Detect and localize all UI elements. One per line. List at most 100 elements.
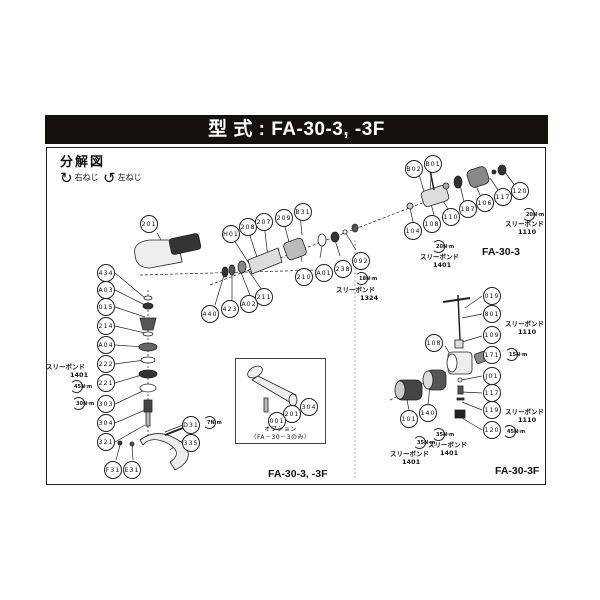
torque-35a: 35N·m: [413, 436, 435, 449]
torque-30: 30N·m: [72, 397, 94, 410]
part-callout: B02: [405, 160, 423, 178]
legend-label: 左ねじ: [117, 173, 142, 182]
note-label: スリーボンド: [46, 363, 85, 371]
part-callout: 108: [425, 334, 443, 352]
part-callout: 304: [97, 414, 115, 432]
torque-7: 7N·m: [203, 416, 222, 429]
torque-value: 45N·m: [74, 383, 93, 390]
part-callout: 321: [97, 433, 115, 451]
part-callout: 187: [459, 200, 477, 218]
threebond-code: 1401: [440, 449, 459, 457]
threebond-note: スリーボンド: [420, 253, 459, 261]
part-callout: 210: [295, 268, 313, 286]
part-callout: 304: [300, 398, 318, 416]
torque-arrow-icon: [432, 240, 445, 253]
part-callout: A04: [97, 336, 115, 354]
part-callout: 440: [201, 305, 219, 323]
threebond-note: スリーボンド: [46, 363, 85, 371]
threebond-code: 1401: [402, 458, 421, 466]
torque-arrow-icon: [503, 425, 516, 438]
part-callout: 117: [494, 188, 512, 206]
model-header: 型 式 : FA-30-3, -3F: [45, 115, 548, 144]
threebond-code: 1401: [70, 371, 89, 379]
part-callout: 092: [352, 252, 370, 270]
part-callout: 222: [97, 355, 115, 373]
torque-value: 35N·m: [436, 431, 455, 438]
torque-value: 7N·m: [207, 419, 222, 426]
part-callout: 120: [511, 182, 529, 200]
torque-18: 18N·m: [355, 272, 377, 285]
torque-value: 35N·m: [417, 439, 436, 446]
threebond-note: スリーボンド: [505, 320, 544, 328]
part-callout: 201: [283, 405, 301, 423]
torque-35b: 35N·m: [432, 428, 454, 441]
part-callout: 207: [255, 213, 273, 231]
part-callout: 119: [483, 401, 501, 419]
part-callout: 140: [419, 404, 437, 422]
part-callout: 423: [221, 300, 239, 318]
part-callout: 120: [483, 421, 501, 439]
option-caption-title: オプション: [264, 426, 297, 433]
threebond-code: 1110: [518, 328, 537, 336]
part-callout: 201: [140, 215, 158, 233]
part-callout: 211: [255, 288, 273, 306]
part-callout: A03: [97, 281, 115, 299]
part-callout: D31: [182, 416, 200, 434]
torque-value: 15N·m: [509, 351, 528, 358]
torque-arrow-icon: [432, 428, 445, 441]
threebond-note: スリーボンド: [505, 220, 544, 228]
part-callout: 238: [334, 260, 352, 278]
part-callout: 101: [400, 410, 418, 428]
part-callout: 303: [97, 395, 115, 413]
torque-value: 45N·m: [507, 428, 526, 435]
part-callout: 117: [483, 384, 501, 402]
part-callout: F31: [104, 461, 122, 479]
part-callout: B31: [294, 203, 312, 221]
torque-value: 20N·m: [436, 243, 455, 250]
torque-arrow-icon: [70, 380, 83, 393]
part-callout: 019: [483, 287, 501, 305]
option-box: [235, 358, 326, 444]
part-callout: 109: [483, 326, 501, 344]
legend-left-thread: ↺ 左ねじ: [103, 168, 142, 187]
part-callout: 221: [97, 374, 115, 392]
torque-15: 15N·m: [505, 348, 527, 361]
threebond-note: スリーボンド: [390, 450, 429, 458]
threebond-note: スリーボンド: [428, 441, 467, 449]
torque-value: 30N·m: [76, 400, 95, 407]
part-callout: 214: [97, 317, 115, 335]
part-callout: H01: [222, 225, 240, 243]
model-label-fa30-3f: FA-30-3F: [495, 465, 540, 477]
threebond-code: 1110: [518, 416, 537, 424]
clockwise-arrow-icon: ↻: [60, 168, 73, 187]
part-callout: 104: [404, 222, 422, 240]
part-callout: B01: [424, 155, 442, 173]
model-label-fa30-3: FA-30-3: [482, 246, 520, 258]
option-caption-note: （FA－30－3のみ）: [250, 434, 311, 441]
option-caption: オプション （FA－30－3のみ）: [235, 426, 326, 442]
torque-arrow-icon: [522, 208, 535, 221]
torque-arrow-icon: [203, 416, 216, 429]
threebond-code: 1401: [433, 261, 452, 269]
part-callout: A01: [315, 264, 333, 282]
torque-value: 18N·m: [359, 275, 378, 282]
threebond-code: 1110: [518, 228, 537, 236]
torque-20b: 20N·m: [522, 208, 544, 221]
threebond-note: スリーボンド: [505, 408, 544, 416]
threebond-note: スリーボンド: [336, 286, 375, 294]
counterclockwise-arrow-icon: ↺: [103, 168, 116, 187]
part-callout: 171: [483, 346, 501, 364]
part-callout: J01: [483, 367, 501, 385]
torque-arrow-icon: [72, 397, 85, 410]
part-callout: 434: [97, 264, 115, 282]
section-title: 分解図: [60, 155, 106, 170]
torque-arrow-icon: [355, 272, 368, 285]
part-callout: 801: [483, 305, 501, 323]
legend-right-thread: ↻ 右ねじ: [60, 168, 99, 187]
model-label-main: FA-30-3, -3F: [268, 468, 328, 480]
part-callout: 108: [423, 215, 441, 233]
part-callout: E31: [123, 461, 141, 479]
torque-45f: 45N·m: [503, 425, 525, 438]
torque-45: 45N·m: [70, 380, 92, 393]
part-callout: 209: [275, 209, 293, 227]
